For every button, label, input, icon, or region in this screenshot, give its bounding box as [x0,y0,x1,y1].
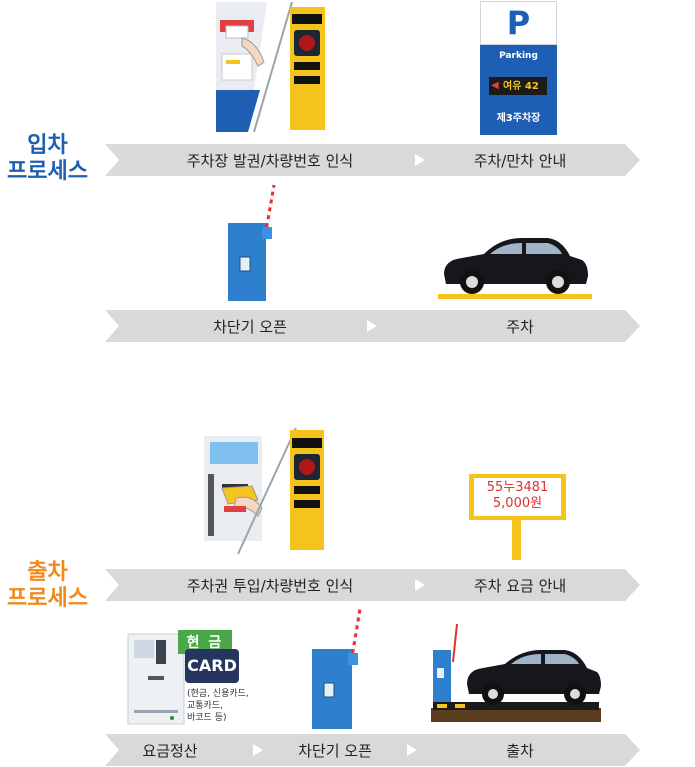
process-band-exit-1 [105,569,640,601]
vacancy-count: 여유 42 [503,81,539,92]
ticket-machine-illustration [216,1,325,133]
process-band-exit-2 [105,734,640,766]
card-label: CARD [187,656,237,675]
parking-p-letter: P [506,4,531,42]
process-band-entry-2 [105,310,640,342]
card-label-box: CARD [185,649,239,683]
payment-machine [127,633,185,725]
step-gate-open-exit: 차단기 오픈 [298,742,372,760]
barrier-gate-exit [312,608,362,729]
step-exit: 출차 [506,742,534,760]
parking-guidance-sign: P Parking ◀ 여유 42 제3주차장 [480,1,557,135]
step-arrow [415,154,425,166]
parking-sign-label: Parking [499,51,538,61]
car-exiting [431,623,601,722]
left-arrow-icon: ◀ [491,80,499,91]
parking-lot-name: 제3주차장 [496,113,541,124]
ticket-insert-machine-illustration [204,427,324,555]
step-arrow [367,320,377,332]
step-arrow [253,744,263,756]
entry-process-title: 입차 프로세스 [0,133,95,185]
fee-display-sign: 55누3481 5,000원 [469,474,566,520]
step-park: 주차 [506,318,534,336]
entry-title-line2: 프로세스 [7,159,88,184]
car-parked [438,238,592,299]
step-arrow [415,579,425,591]
cash-label: 현 금 [186,635,224,651]
fee-amount: 5,000원 [492,496,543,511]
step-payment: 요금정산 [142,742,198,760]
step-fee-guide: 주차 요금 안내 [473,577,567,595]
step-parking-guide: 주차/만차 안내 [473,152,567,170]
barrier-gate-entry [228,184,276,301]
payment-methods-note: (현금, 신용카드, 교통카드, 바코드 등) [187,689,249,723]
exit-title-line2: 프로세스 [7,586,88,611]
step-ticket-insert-plate-recognition: 주차권 투입/차량번호 인식 [186,577,354,595]
step-arrow [407,744,417,756]
exit-title-line1: 출차 [27,560,68,585]
exit-process-title: 출차 프로세스 [0,560,95,612]
fee-sign-post [512,520,521,560]
process-band-entry-1 [105,144,640,176]
step-ticket-plate-recognition: 주차장 발권/차량번호 인식 [186,152,354,170]
fee-plate-number: 55누3481 [486,480,549,495]
entry-title-line1: 입차 [27,133,68,158]
step-gate-open-entry: 차단기 오픈 [213,318,287,336]
